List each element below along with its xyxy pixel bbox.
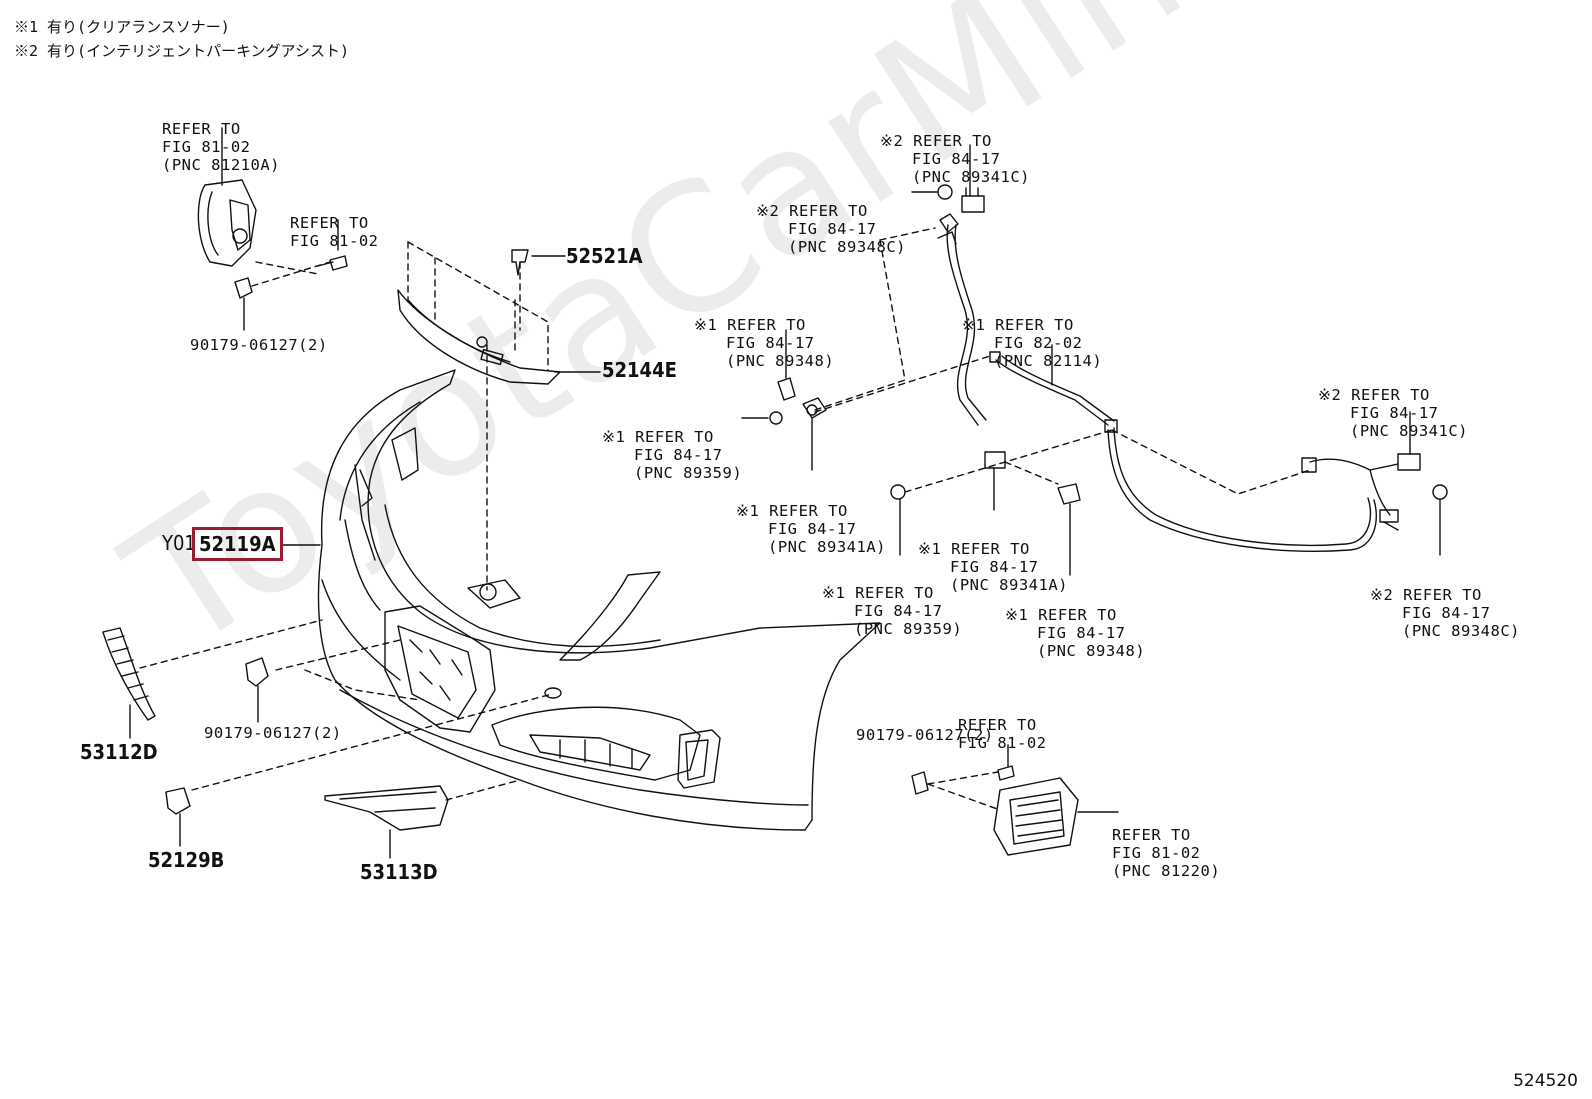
nut-90179-left[interactable] — [245, 657, 269, 723]
part-52144E[interactable]: 52144E — [602, 358, 677, 382]
grommet-89348C-top[interactable] — [911, 184, 953, 200]
part-90179-left[interactable]: 90179-06127(2) — [204, 724, 342, 742]
bolt-fog[interactable] — [997, 744, 1015, 781]
grommet-89359-left[interactable] — [741, 411, 783, 425]
part-53113D[interactable]: 53113D — [360, 860, 438, 884]
sonar-wire-harness[interactable] — [946, 224, 1399, 552]
clip-52521A[interactable] — [511, 249, 566, 276]
connector-89341C-top[interactable] — [961, 144, 985, 213]
cap-52129B[interactable] — [165, 787, 191, 847]
connector-harness-end[interactable] — [937, 213, 959, 245]
retainer-89348-left[interactable] — [777, 329, 796, 401]
note-1: ※1 有り(クリアランスソナー) — [14, 18, 230, 36]
sensor-89341A-mid[interactable] — [984, 451, 1006, 511]
lower-molding-53113D[interactable] — [324, 785, 449, 859]
part-90179-top[interactable]: 90179-06127(2) — [190, 336, 328, 354]
headlamp-left[interactable] — [197, 127, 257, 267]
nut-90179-top[interactable] — [234, 277, 253, 331]
note-2: ※2 有り(インテリジェントパーキングアシスト) — [14, 42, 350, 60]
grommet-89348C-right[interactable] — [1432, 484, 1448, 556]
front-bumper-cover[interactable] — [317, 369, 881, 831]
part-52521A[interactable]: 52521A — [566, 244, 643, 268]
part-90179-right[interactable]: 90179-06127(2) — [856, 726, 994, 744]
side-grille-53112D[interactable] — [102, 627, 156, 739]
bumper-upper-retainer[interactable] — [397, 289, 561, 385]
retainer-89348-mid[interactable] — [1057, 483, 1081, 576]
part-52119A-highlighted[interactable]: 52119A — [192, 527, 283, 561]
part-52129B[interactable]: 52129B — [148, 848, 225, 872]
fog-lamp-right[interactable] — [993, 777, 1119, 856]
nut-90179-right[interactable] — [911, 771, 929, 795]
sensor-89341C-right[interactable] — [1397, 411, 1421, 471]
retainer-dashed-guides — [407, 241, 549, 591]
sensor-89341A-left[interactable] — [802, 397, 827, 471]
grommet-89359-mid[interactable] — [890, 484, 906, 556]
part-53112D[interactable]: 53112D — [80, 740, 158, 764]
part-prefix-y01: Y01 — [162, 531, 196, 555]
figure-number: 524520 — [1513, 1071, 1578, 1091]
